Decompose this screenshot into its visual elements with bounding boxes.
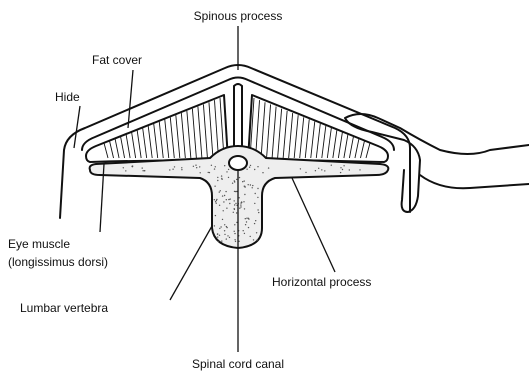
eye-muscle-left bbox=[86, 95, 228, 162]
leader-horizontal-process bbox=[292, 178, 335, 272]
label-eye-muscle-line1: Eye muscle bbox=[8, 237, 70, 251]
label-spinal-cord-canal: Spinal cord canal bbox=[192, 357, 284, 371]
eye-muscle-right bbox=[248, 95, 388, 162]
leader-hide bbox=[74, 106, 80, 148]
label-spinous-process: Spinous process bbox=[194, 9, 283, 23]
label-horizontal-process: Horizontal process bbox=[272, 275, 371, 289]
spinal-cord-canal-shape bbox=[229, 156, 247, 170]
label-hide: Hide bbox=[55, 90, 80, 104]
leader-lumbar-vertebra bbox=[170, 226, 212, 300]
label-lumbar-vertebra: Lumbar vertebra bbox=[20, 301, 108, 315]
spinous-process-shape bbox=[234, 84, 242, 150]
leader-fat-cover bbox=[128, 70, 133, 128]
label-fat-cover: Fat cover bbox=[92, 53, 142, 67]
label-eye-muscle-line2: (longissimus dorsi) bbox=[8, 255, 108, 269]
